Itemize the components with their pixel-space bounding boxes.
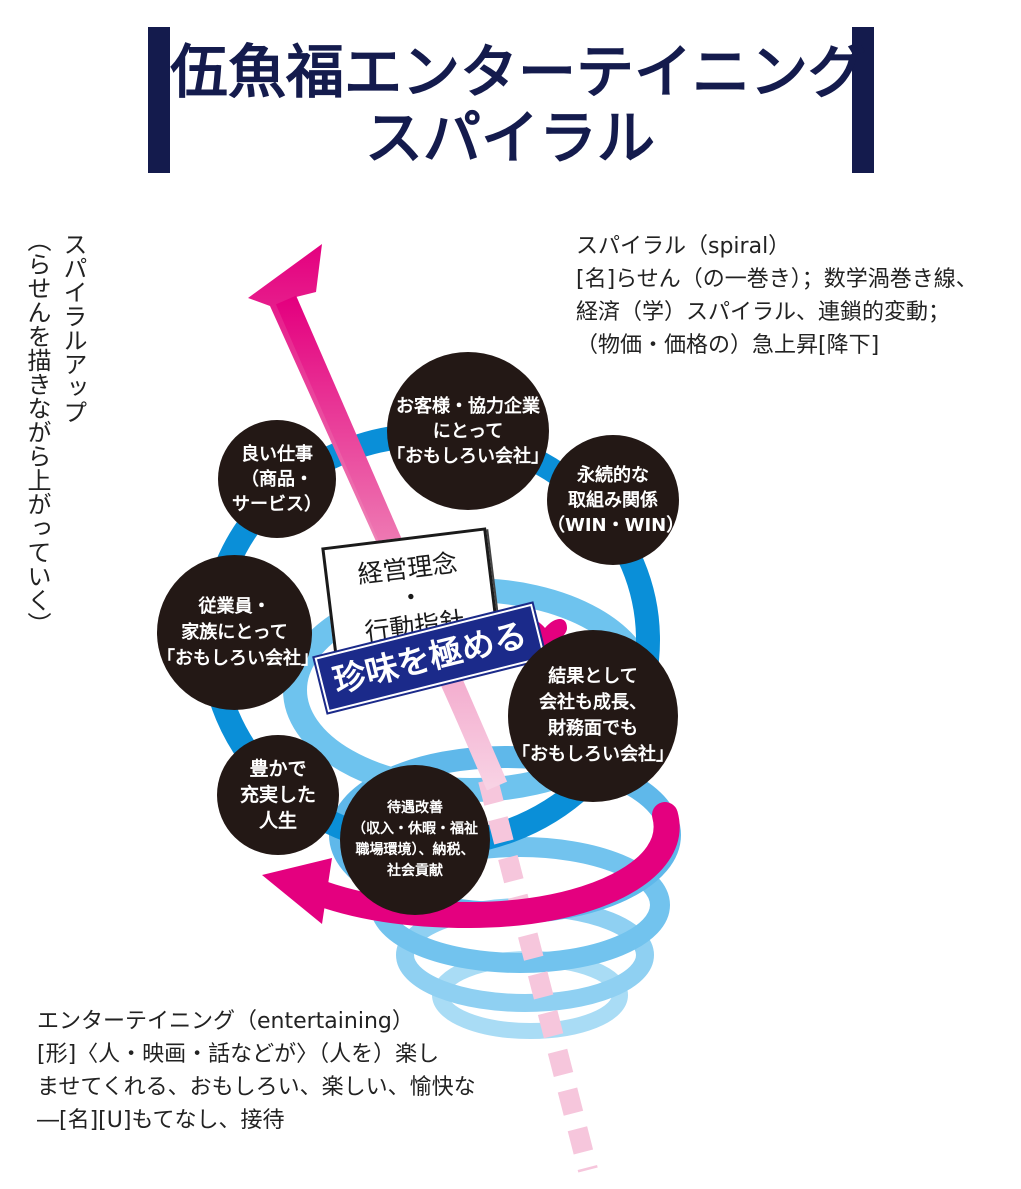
page-title-line1: 伍魚福エンターテイニング [170,38,867,106]
definition-line: エンターテイニング（entertaining） [37,1009,414,1034]
definition-line: スパイラル（spiral） [576,234,791,259]
definition-line: 経済（学）スパイラル、連鎖的変動； [576,300,951,325]
arrow-trail [478,777,598,1173]
spiral-definition: スパイラル（spiral） [名]らせん（の一巻き）；数学渦巻き線、 経済（学）… [576,230,978,362]
title-bar-left [148,27,170,173]
node-fulfilling-life: 豊かで 充実した 人生 [217,735,339,855]
definition-line: ませてくれる、おもしろい、楽しい、愉快な [37,1075,476,1100]
node-text: 従業員・ 家族にとって 「おもしろい会社」 [157,595,319,669]
node-text: お客様・協力企業 にとって 「おもしろい会社」 [387,395,549,467]
node-text: 結果として 会社も成長、 財務面でも 「おもしろい会社」 [512,666,674,765]
definition-line: [名]らせん（の一巻き）；数学渦巻き線、 [576,267,978,292]
node-company-growth: 結果として 会社も成長、 財務面でも 「おもしろい会社」 [508,630,678,802]
definition-line: [形]〈人・映画・話などが〉（人を）楽し [37,1042,440,1067]
node-lasting-relations: 永続的な 取組み関係 （WIN・WIN） [547,435,685,565]
node-good-work: 良い仕事 （商品・ サービス） [218,420,336,538]
swirl-arrow [299,802,680,929]
definition-line: （物価・価格の）急上昇[降下] [576,333,880,358]
node-text: 待遇改善 （収入・休暇・福祉 職場環境）、納税、 社会貢献 [352,800,478,879]
node-text: 豊かで 充実した 人生 [239,758,316,832]
definition-line: ―[名][U]もてなし、接待 [37,1108,285,1133]
node-employees: 従業員・ 家族にとって 「おもしろい会社」 [157,555,319,710]
title-bar-right [852,27,874,173]
swirl-arrow-head [262,858,332,924]
node-text: 良い仕事 （商品・ サービス） [232,443,322,515]
entertaining-definition: エンターテイニング（entertaining） [形]〈人・映画・話などが〉（人… [37,1005,476,1137]
spiral-up-label: スパイラルアップ [59,232,87,424]
page-title-line2: スパイラル [364,104,655,172]
spiral-up-sub: （らせんを描きながら上がっていく） [23,228,51,636]
node-treatment: 待遇改善 （収入・休暇・福祉 職場環境）、納税、 社会貢献 [340,765,490,915]
node-customers: お客様・協力企業 にとって 「おもしろい会社」 [387,352,549,510]
node-text: 永続的な 取組み関係 （WIN・WIN） [547,464,685,536]
